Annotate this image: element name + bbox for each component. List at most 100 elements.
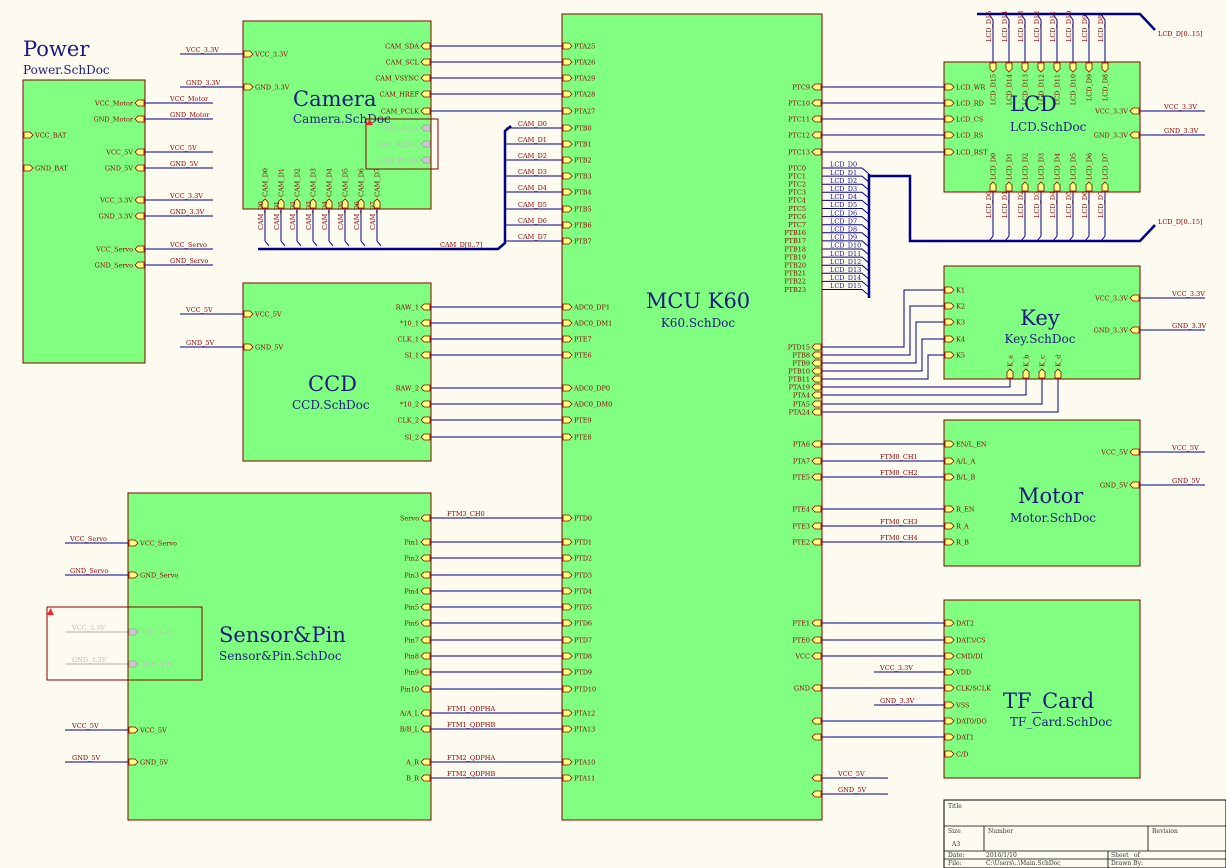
port-mcu-adc0-dm1[interactable] [562,319,573,327]
port-lcd-lcd-cs[interactable] [944,115,955,123]
port-tf-c-d[interactable] [944,750,955,758]
sheet-mcu[interactable] [561,13,823,821]
port-key-k4[interactable] [944,335,955,343]
port-ccd-raw-1[interactable] [420,303,431,311]
port-camera-cam-sda[interactable] [420,42,431,50]
port-tf-vss[interactable] [944,701,955,709]
port-lcd-lcd-d3[interactable] [1037,181,1045,192]
port-sensor-a-a-l[interactable] [420,709,431,717]
port-lcd-lcd-d8[interactable] [1101,62,1109,73]
port-mcu-pte4[interactable] [811,505,822,513]
port-sensor-pin1[interactable] [420,538,431,546]
port-mcu-ptb11[interactable] [811,375,822,383]
port-power-gnd-3-3v[interactable] [134,212,145,220]
port-mcu-pte3[interactable] [811,522,822,530]
port-camera-cam-d0[interactable] [261,198,269,209]
port-mcu-ptd0[interactable] [562,514,573,522]
port-ccd-si-1[interactable] [420,351,431,359]
port-power-gnd-servo[interactable] [134,261,145,269]
port-camera-gnd-3-3v[interactable] [243,83,254,91]
port-lcd-lcd-d1[interactable] [1005,181,1013,192]
port-lcd-lcd-rd[interactable] [944,99,955,107]
port-mcu-ptc10[interactable] [811,99,822,107]
port-camera-cam-vsync[interactable] [420,74,431,82]
sheet-key[interactable] [943,265,1141,380]
port-key-gnd-3-3v[interactable] [1129,326,1140,334]
port-lcd-lcd-rst[interactable] [944,148,955,156]
port-mcu-ptb10[interactable] [811,367,822,375]
port-power-vcc-bat[interactable] [23,131,34,139]
port-mcu-pta19[interactable] [811,383,822,391]
port-mcu-pta28[interactable] [562,90,573,98]
port-key-k-b[interactable] [1022,368,1030,379]
port-lcd-lcd-d5[interactable] [1069,181,1077,192]
port-camera-cam-reste[interactable] [420,140,431,148]
port-mcu-undefined[interactable] [811,717,822,725]
port-motor-r-a[interactable] [944,522,955,530]
port-key-k-d[interactable] [1054,368,1062,379]
port-camera-cam-d7[interactable] [373,198,381,209]
port-mcu-undefined[interactable] [811,774,822,782]
port-motor-a-l-a[interactable] [944,457,955,465]
port-lcd-lcd-d2[interactable] [1021,181,1029,192]
port-mcu-pta27[interactable] [562,107,573,115]
port-mcu-ptb4[interactable] [562,188,573,196]
sheet-camera[interactable] [242,20,432,210]
port-mcu-ptd8[interactable] [562,652,573,660]
port-mcu-adc0-dp1[interactable] [562,303,573,311]
port-mcu-undefined[interactable] [811,733,822,741]
sheet-motor[interactable] [943,419,1141,567]
port-sensor-pin3[interactable] [420,571,431,579]
port-key-k5[interactable] [944,351,955,359]
port-ccd-vcc-5v[interactable] [243,310,254,318]
port-sensor-b-b-l[interactable] [420,725,431,733]
port-power-vcc-motor[interactable] [134,99,145,107]
port-mcu-ptd9[interactable] [562,668,573,676]
port-lcd-gnd-3-3v[interactable] [1129,131,1140,139]
port-sensor-vcc-3-3v[interactable] [128,628,139,636]
port-mcu-pte9[interactable] [562,416,573,424]
port-tf-cmd-di[interactable] [944,652,955,660]
port-motor-en-l-en[interactable] [944,440,955,448]
port-mcu-ptc11[interactable] [811,115,822,123]
port-mcu-pta12[interactable] [562,709,573,717]
port-mcu-ptd6[interactable] [562,619,573,627]
port-mcu-pta25[interactable] [562,42,573,50]
port-lcd-vcc-3-3v[interactable] [1129,107,1140,115]
port-key-k-c[interactable] [1038,368,1046,379]
port-power-gnd-5v[interactable] [134,164,145,172]
port-mcu-ptb7[interactable] [562,237,573,245]
port-sensor-pin6[interactable] [420,619,431,627]
port-mcu-ptd2[interactable] [562,554,573,562]
port-lcd-lcd-d6[interactable] [1085,181,1093,192]
port-tf-vdd[interactable] [944,668,955,676]
port-sensor-pin4[interactable] [420,587,431,595]
port-camera-cam-scl[interactable] [420,58,431,66]
sheet-lcd[interactable] [943,61,1141,193]
port-mcu-pta11[interactable] [562,774,573,782]
port-mcu-adc0-dm0[interactable] [562,400,573,408]
port-camera-vcc-3-3v[interactable] [243,50,254,58]
port-mcu-ptb9[interactable] [811,359,822,367]
port-key-k2[interactable] [944,302,955,310]
port-lcd-lcd-d15[interactable] [989,62,997,73]
port-mcu-pte0[interactable] [811,636,822,644]
port-sensor-vcc-5v[interactable] [128,726,139,734]
port-power-vcc-3-3v[interactable] [134,196,145,204]
port-camera-cam-pwdn[interactable] [420,156,431,164]
port-mcu-gnd[interactable] [811,684,822,692]
port-mcu-pta10[interactable] [562,758,573,766]
port-sensor-pin5[interactable] [420,603,431,611]
port-lcd-lcd-rs[interactable] [944,131,955,139]
port-mcu-pte7[interactable] [562,335,573,343]
port-motor-r-b[interactable] [944,538,955,546]
port-camera-cam-d5[interactable] [341,198,349,209]
port-ccd-raw-2[interactable] [420,384,431,392]
port-mcu-adc0-dp0[interactable] [562,384,573,392]
port-tf-clk-sclk[interactable] [944,684,955,692]
port-mcu-pta13[interactable] [562,725,573,733]
port-sensor-pin10[interactable] [420,685,431,693]
port-camera-cam-xclk[interactable] [420,124,431,132]
port-mcu-pte1[interactable] [811,619,822,627]
port-key-k1[interactable] [944,286,955,294]
